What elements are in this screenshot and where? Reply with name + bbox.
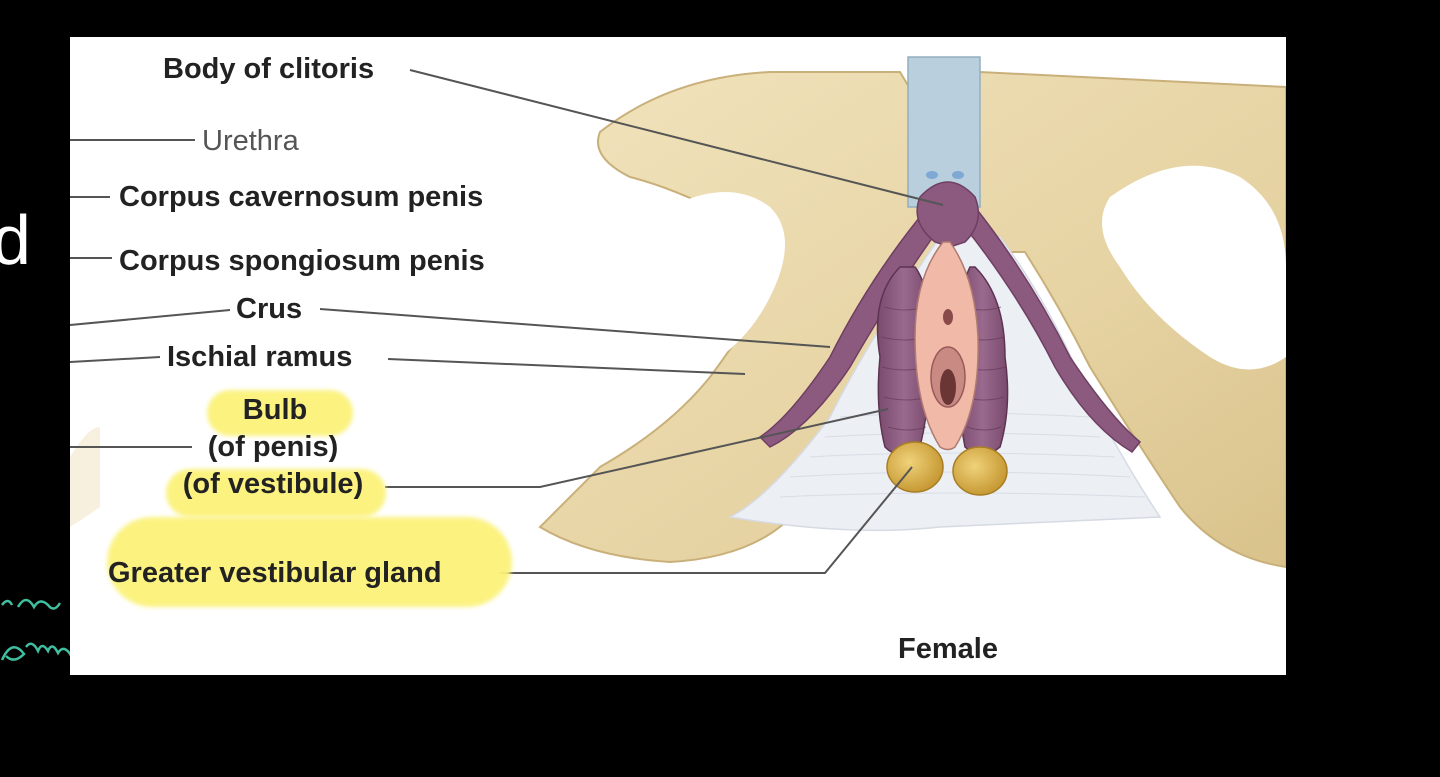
label-of-penis: (of penis)	[207, 431, 339, 463]
left-bone-fragment	[70, 427, 100, 527]
highlight-of-vestibule	[166, 469, 386, 517]
label-corpus-cavernosum: Corpus cavernosum penis	[119, 181, 484, 213]
label-greater-vestibular-gland: Greater vestibular gland	[108, 557, 442, 589]
label-crus: Crus	[236, 293, 303, 325]
greater-vestibular-gland-left	[886, 441, 944, 493]
label-corpus-spongiosum: Corpus spongiosum penis	[119, 245, 485, 277]
perineum-illustration	[70, 56, 1286, 574]
diagram-panel: Body of clitoris Urethra Corpus cavernos…	[70, 37, 1286, 675]
label-bulb: Bulb	[242, 394, 308, 426]
leader-body-of-clitoris	[409, 69, 944, 206]
label-female: Female	[898, 633, 998, 665]
obturator-foramen-left	[624, 192, 785, 379]
label-urethra: Urethra	[202, 125, 299, 157]
vestibule	[914, 241, 979, 451]
leader-gland	[500, 466, 913, 574]
label-body-of-clitoris: Body of clitoris	[163, 53, 375, 85]
label-of-vestibule: (of vestibule)	[182, 468, 364, 500]
leader-crus-right	[319, 308, 831, 348]
leader-crus-left	[70, 309, 231, 326]
leader-ischial-left	[70, 356, 161, 363]
urethral-opening	[943, 309, 953, 325]
highlight-bulb	[207, 390, 353, 436]
leader-bulb-right	[385, 408, 889, 488]
greater-vestibular-gland-right	[952, 446, 1008, 496]
body-of-clitoris	[916, 181, 980, 248]
leader-ischial-right	[387, 358, 746, 375]
crus-right	[964, 205, 1142, 453]
cropped-letter: d	[0, 201, 31, 279]
label-ischial-ramus: Ischial ramus	[167, 341, 353, 373]
highlight-gland	[107, 517, 512, 607]
obturator-foramen-right	[1102, 165, 1286, 370]
